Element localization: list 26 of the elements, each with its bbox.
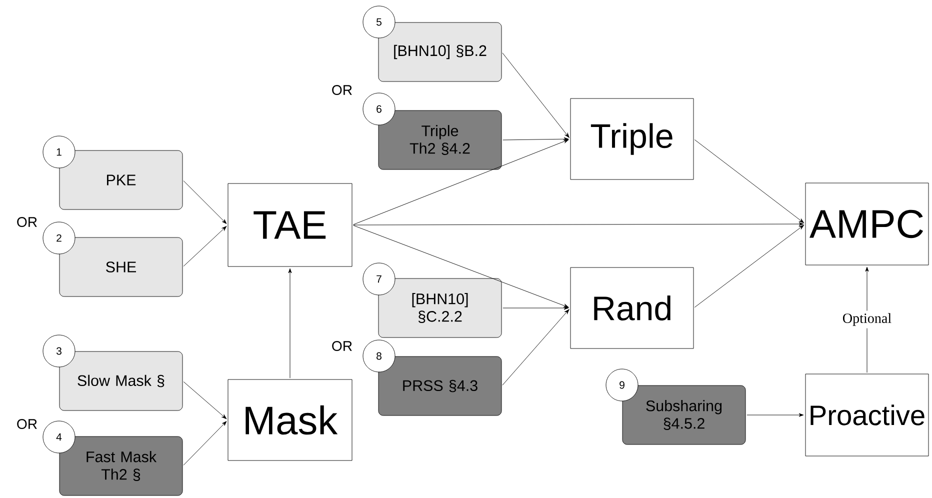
process-box: TAE xyxy=(228,183,352,267)
arrow xyxy=(502,306,569,310)
arrow xyxy=(183,180,227,224)
process-box: Mask xyxy=(228,379,352,461)
or-label: OR xyxy=(332,85,352,95)
arrow xyxy=(183,226,227,266)
process-box: Triple xyxy=(570,98,694,180)
process-box: AMPC xyxy=(805,182,929,266)
arrow xyxy=(746,413,804,417)
process-box: Rand xyxy=(570,267,694,349)
arrow xyxy=(502,52,570,138)
or-label: OR xyxy=(17,217,37,227)
or-label: OR xyxy=(332,341,352,351)
arrow xyxy=(183,382,227,419)
or-label: OR xyxy=(17,419,37,429)
arrow xyxy=(288,268,292,378)
process-box: Proactive xyxy=(805,374,929,456)
arrow xyxy=(353,225,569,308)
arrow xyxy=(353,139,569,225)
arrow xyxy=(502,309,570,386)
arrow xyxy=(694,224,804,308)
arrow xyxy=(353,222,804,226)
arrow xyxy=(183,421,227,466)
arrow xyxy=(694,139,804,224)
edge-label: Optional xyxy=(840,310,894,328)
arrow xyxy=(502,137,569,141)
